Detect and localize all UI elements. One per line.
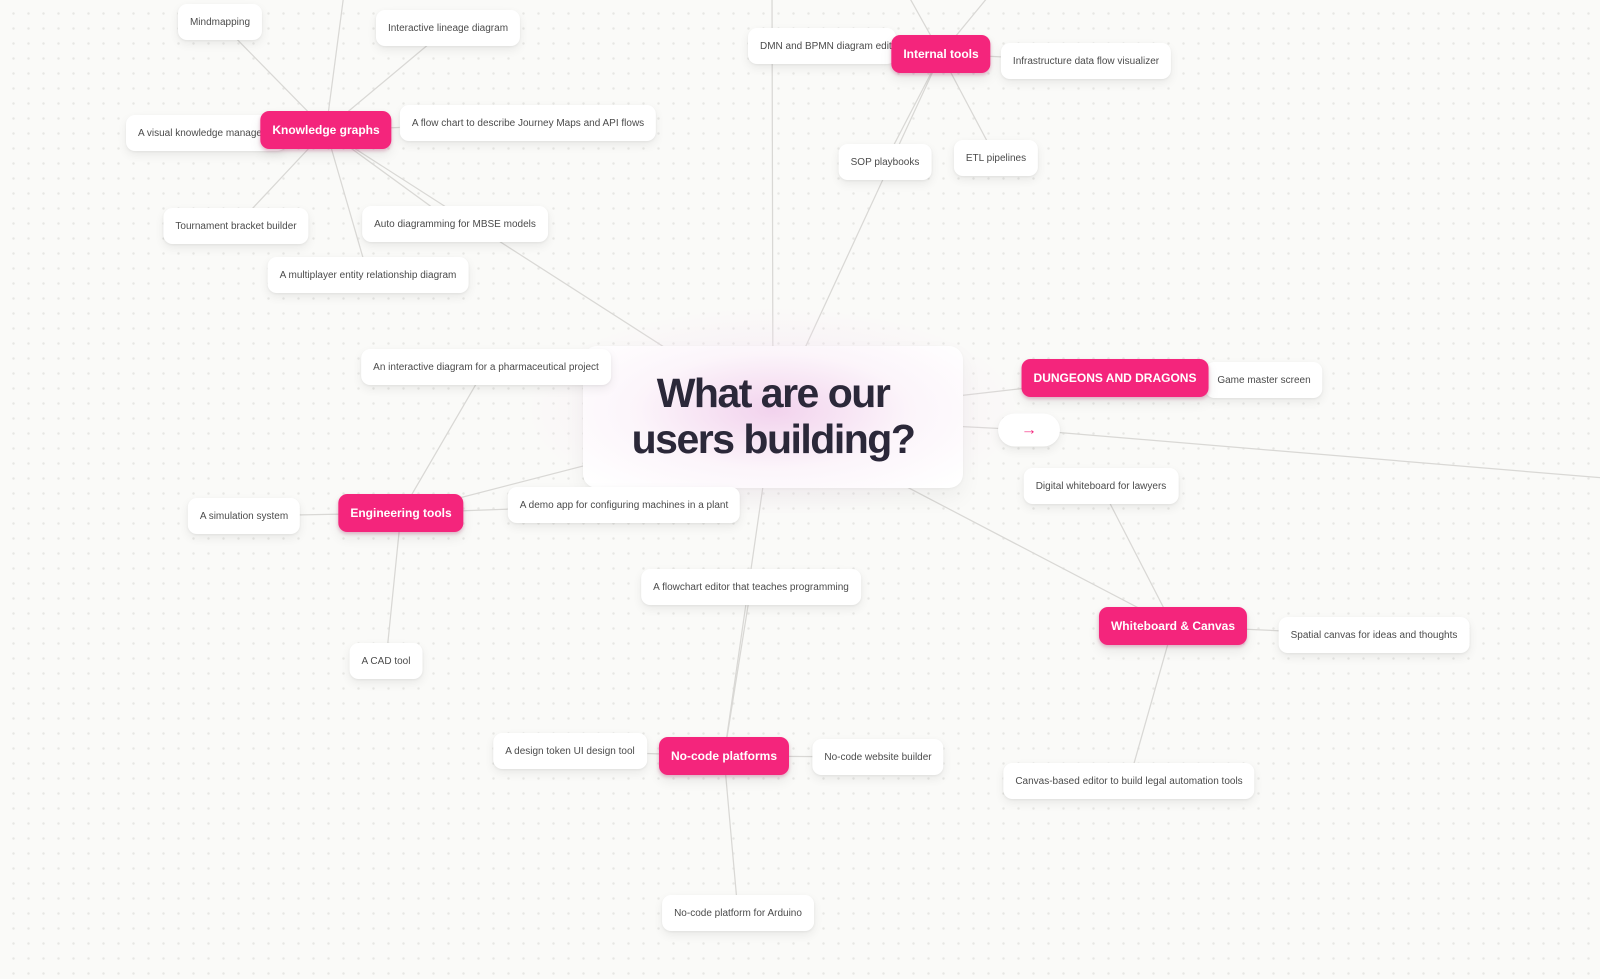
- leaf-node-cad-tool-label: A CAD tool: [361, 655, 411, 667]
- leaf-node-tournament-bracket[interactable]: Tournament bracket builder: [163, 208, 309, 244]
- leaf-node-legal-automation-label: Canvas-based editor to build legal autom…: [1015, 775, 1243, 787]
- leaf-node-mindmapping-label: Mindmapping: [189, 16, 251, 28]
- leaf-node-spatial-canvas[interactable]: Spatial canvas for ideas and thoughts: [1278, 617, 1470, 653]
- leaf-node-lawyers-whiteboard[interactable]: Digital whiteboard for lawyers: [1023, 468, 1179, 504]
- category-node-engineering-tools-label: Engineering tools: [350, 506, 452, 520]
- leaf-node-journey-maps-flows[interactable]: A flow chart to describe Journey Maps an…: [399, 105, 657, 141]
- leaf-node-visual-knowledge-label: A visual knowledge managemen: [138, 127, 282, 139]
- leaf-node-etl-pipelines-label: ETL pipelines: [965, 152, 1027, 164]
- leaf-node-game-master-screen-label: Game master screen: [1217, 374, 1311, 386]
- edge-line: [1100, 485, 1174, 627]
- leaf-node-dmn-bpmn-editor[interactable]: DMN and BPMN diagram edit: [748, 28, 896, 64]
- central-title-line1: What are our: [656, 370, 891, 417]
- edge-line: [325, 0, 344, 131]
- leaf-node-simulation-system-label: A simulation system: [199, 510, 289, 522]
- category-node-dungeons-and-dragons[interactable]: DUNGEONS AND DRAGONS: [1021, 359, 1209, 397]
- central-title-line2: users building?: [631, 416, 916, 462]
- edge-line: [1028, 429, 1600, 479]
- leaf-node-pharma-diagram-label: An interactive diagram for a pharmaceuti…: [373, 361, 599, 373]
- category-node-whiteboard-canvas[interactable]: Whiteboard & Canvas: [1098, 607, 1248, 645]
- leaf-node-machine-demo-app-label: A demo app for configuring machines in a…: [519, 499, 729, 511]
- edge-line: [723, 755, 739, 914]
- leaf-node-lineage-diagram-label: Interactive lineage diagram: [387, 22, 509, 34]
- leaf-node-sop-playbooks-label: SOP playbooks: [850, 156, 920, 168]
- category-node-no-code-platforms[interactable]: No-code platforms: [658, 737, 790, 775]
- leaf-node-spatial-canvas-label: Spatial canvas for ideas and thoughts: [1290, 629, 1458, 641]
- leaf-node-infra-visualizer[interactable]: Infrastructure data flow visualizer: [1000, 43, 1172, 79]
- category-node-engineering-tools[interactable]: Engineering tools: [338, 494, 464, 532]
- leaf-node-website-builder-label: No-code website builder: [824, 751, 932, 763]
- leaf-node-cad-tool[interactable]: A CAD tool: [349, 643, 423, 679]
- leaf-node-arduino-platform-label: No-code platform for Arduino: [674, 907, 802, 919]
- leaf-node-auto-mbse-label: Auto diagramming for MBSE models: [374, 218, 536, 230]
- arrow-shape-node[interactable]: →: [998, 413, 1060, 447]
- edge-line: [325, 129, 369, 276]
- category-node-dungeons-and-dragons-label: DUNGEONS AND DRAGONS: [1033, 371, 1197, 385]
- leaf-node-auto-mbse[interactable]: Auto diagramming for MBSE models: [362, 206, 548, 242]
- leaf-node-visual-knowledge[interactable]: A visual knowledge managemen: [126, 115, 286, 151]
- category-node-whiteboard-canvas-label: Whiteboard & Canvas: [1110, 619, 1236, 633]
- edge-line: [1128, 625, 1174, 782]
- leaf-node-website-builder[interactable]: No-code website builder: [812, 739, 944, 775]
- leaf-node-arduino-platform[interactable]: No-code platform for Arduino: [662, 895, 814, 931]
- leaf-node-journey-maps-flows-label: A flow chart to describe Journey Maps an…: [411, 117, 645, 129]
- leaf-node-lawyers-whiteboard-label: Digital whiteboard for lawyers: [1035, 480, 1167, 492]
- leaf-node-lineage-diagram[interactable]: Interactive lineage diagram: [375, 10, 521, 46]
- leaf-node-etl-pipelines[interactable]: ETL pipelines: [953, 140, 1039, 176]
- leaf-node-sop-playbooks[interactable]: SOP playbooks: [838, 144, 932, 180]
- category-node-internal-tools-label: Internal tools: [903, 47, 979, 61]
- leaf-node-pharma-diagram[interactable]: An interactive diagram for a pharmaceuti…: [361, 349, 611, 385]
- leaf-node-tournament-bracket-label: Tournament bracket builder: [175, 220, 297, 232]
- leaf-node-design-token-tool[interactable]: A design token UI design tool: [493, 733, 647, 769]
- leaf-node-game-master-screen[interactable]: Game master screen: [1205, 362, 1323, 398]
- leaf-node-legal-automation[interactable]: Canvas-based editor to build legal autom…: [1003, 763, 1255, 799]
- arrow-shape-node-label: →: [1021, 421, 1037, 438]
- leaf-node-mindmapping[interactable]: Mindmapping: [177, 4, 263, 40]
- edge-line: [385, 512, 402, 662]
- leaf-node-infra-visualizer-label: Infrastructure data flow visualizer: [1012, 55, 1160, 67]
- category-node-knowledge-graphs[interactable]: Knowledge graphs: [260, 111, 392, 149]
- leaf-node-multiplayer-er-label: A multiplayer entity relationship diagra…: [279, 269, 457, 281]
- category-node-internal-tools[interactable]: Internal tools: [891, 35, 991, 73]
- leaf-node-dmn-bpmn-editor-label: DMN and BPMN diagram edit: [760, 40, 892, 52]
- edge-line: [723, 586, 752, 757]
- leaf-node-machine-demo-app[interactable]: A demo app for configuring machines in a…: [507, 487, 741, 523]
- leaf-node-multiplayer-er[interactable]: A multiplayer entity relationship diagra…: [267, 257, 469, 293]
- leaf-node-design-token-tool-label: A design token UI design tool: [505, 745, 635, 757]
- category-node-knowledge-graphs-label: Knowledge graphs: [272, 123, 380, 137]
- leaf-node-flowchart-editor[interactable]: A flowchart editor that teaches programm…: [641, 569, 861, 605]
- edge-line: [400, 366, 487, 514]
- leaf-node-simulation-system[interactable]: A simulation system: [187, 498, 301, 534]
- category-node-no-code-platforms-label: No-code platforms: [670, 749, 778, 763]
- leaf-node-flowchart-editor-label: A flowchart editor that teaches programm…: [653, 581, 849, 593]
